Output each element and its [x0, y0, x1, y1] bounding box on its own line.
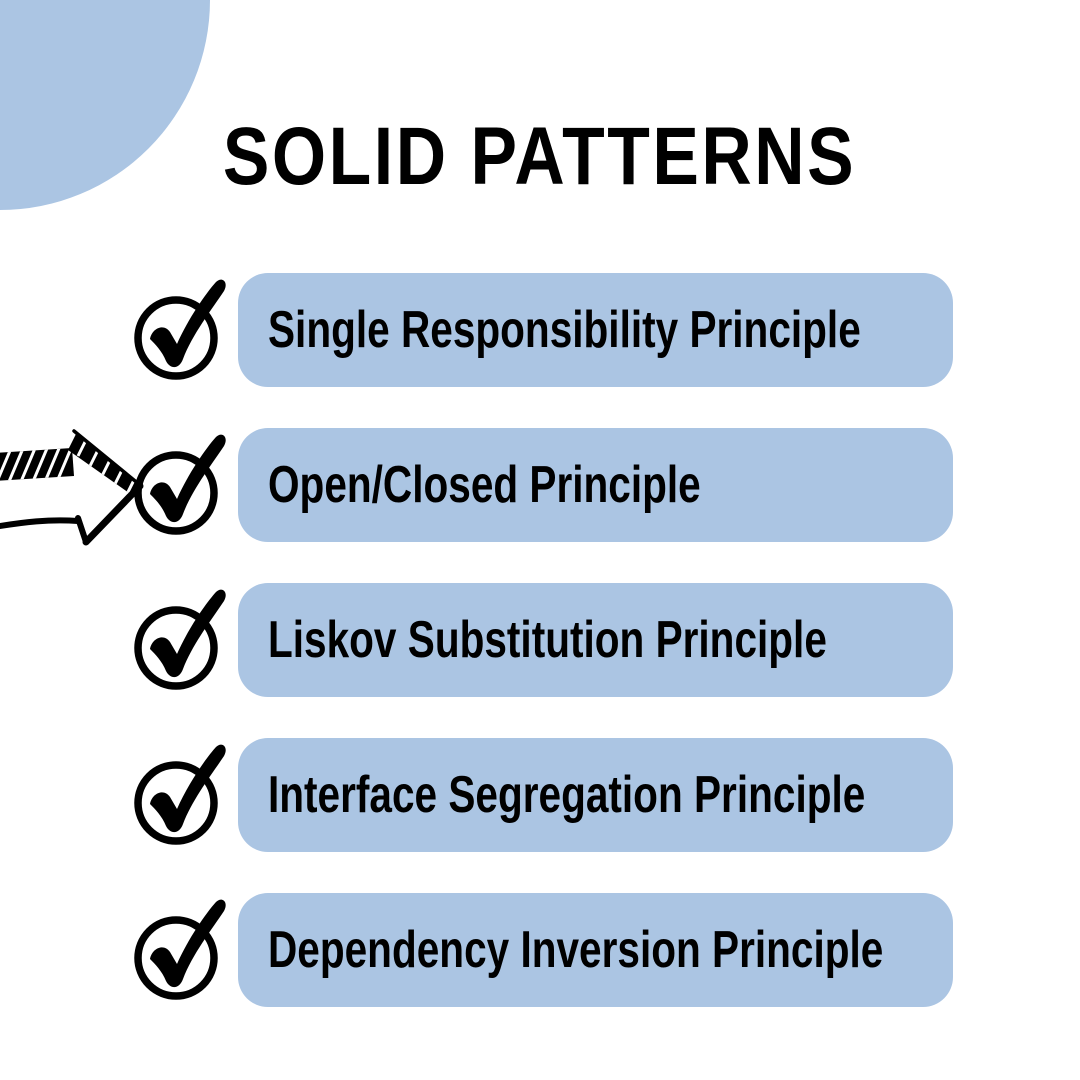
- list-item: Liskov Substitution Principle: [134, 583, 953, 697]
- principle-pill: Dependency Inversion Principle: [238, 893, 953, 1007]
- page-title-text: SOLID PATTERNS: [223, 111, 857, 202]
- checkmark-circle-icon: [134, 738, 230, 852]
- checkmark-circle-icon: [134, 893, 230, 1007]
- principle-pill: Liskov Substitution Principle: [238, 583, 953, 697]
- arrow-right-icon: [0, 426, 146, 550]
- principle-label: Liskov Substitution Principle: [268, 611, 827, 669]
- principle-pill: Single Responsibility Principle: [238, 273, 953, 387]
- principle-label: Open/Closed Principle: [268, 456, 701, 514]
- arrow-right-svg: [0, 429, 144, 546]
- page-title: SOLID PATTERNS: [0, 116, 1080, 198]
- principle-label: Interface Segregation Principle: [268, 766, 866, 824]
- checkmark-circle-icon: [134, 273, 230, 387]
- principle-pill: Interface Segregation Principle: [238, 738, 953, 852]
- list-item: Interface Segregation Principle: [134, 738, 953, 852]
- principle-label: Dependency Inversion Principle: [268, 921, 884, 979]
- principles-list: Single Responsibility Principle Open/Clo…: [134, 273, 953, 1007]
- list-item: Open/Closed Principle: [134, 428, 953, 542]
- list-item: Dependency Inversion Principle: [134, 893, 953, 1007]
- checkmark-circle-icon: [134, 583, 230, 697]
- list-item: Single Responsibility Principle: [134, 273, 953, 387]
- principle-label: Single Responsibility Principle: [268, 301, 861, 359]
- principle-pill: Open/Closed Principle: [238, 428, 953, 542]
- checkmark-circle-icon: [134, 428, 230, 542]
